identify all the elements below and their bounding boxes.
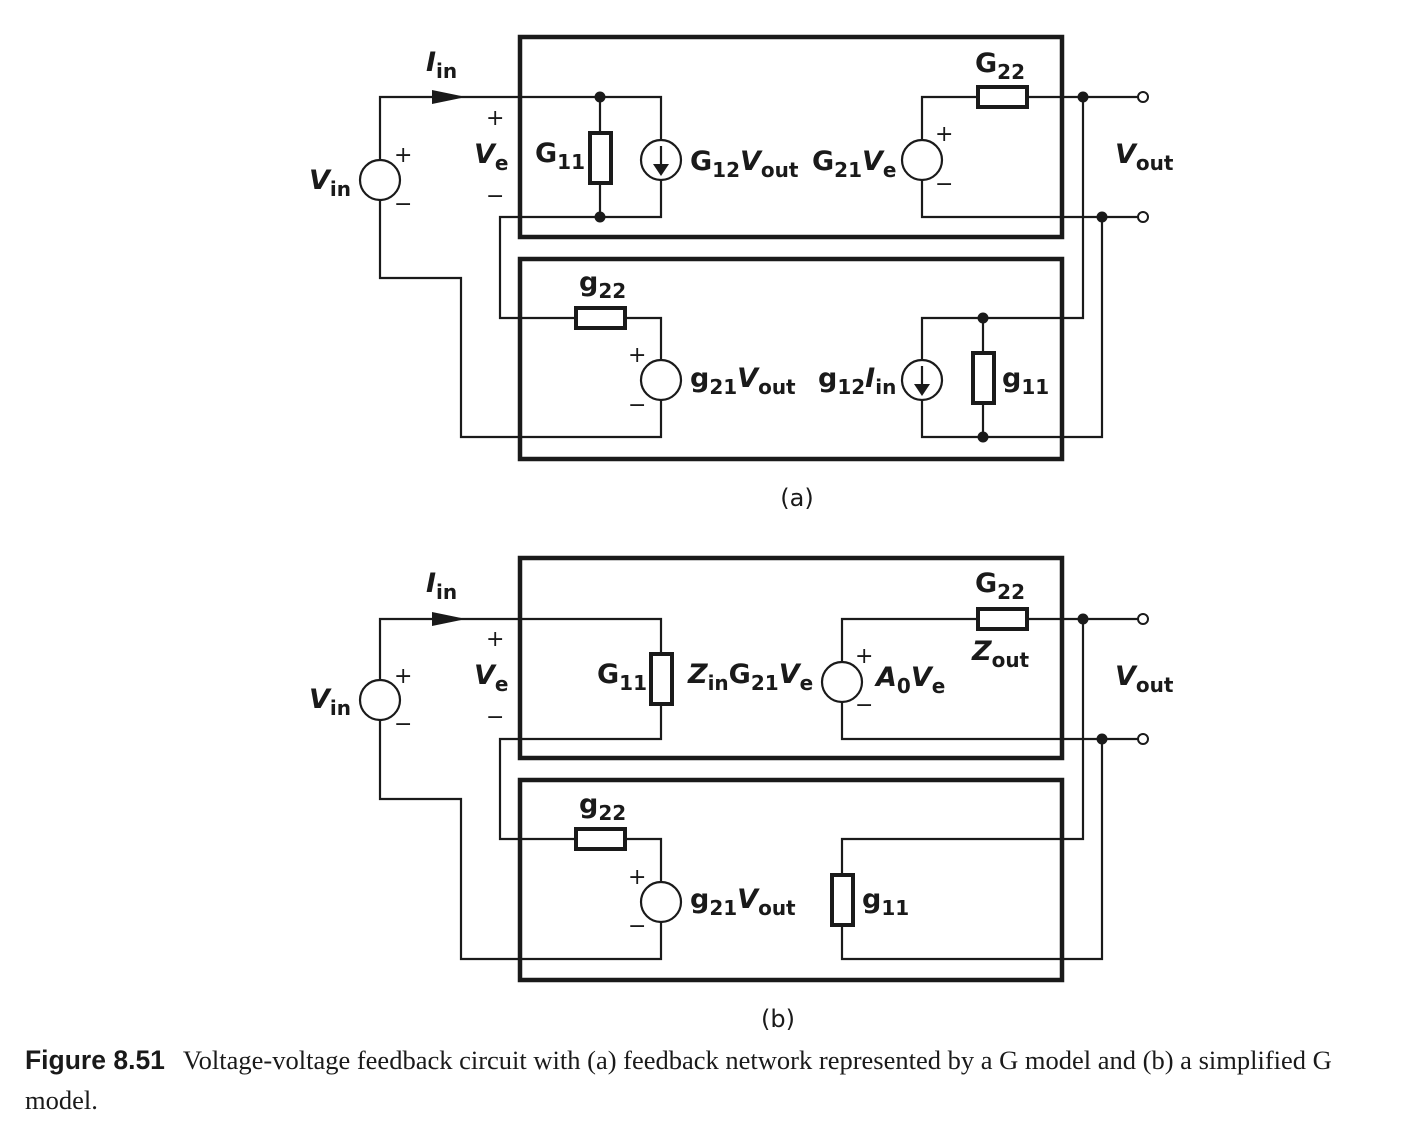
- G22-label-a: G22: [975, 48, 1025, 84]
- g21-plus-sign-b: +: [628, 865, 646, 890]
- junction-dot: [594, 211, 606, 223]
- I-in-label-b: Iin: [426, 568, 457, 604]
- forward-amplifier-box-b: [517, 555, 1065, 761]
- vin-plus-sign-a: +: [394, 143, 412, 168]
- feedback-network-box-a: [517, 256, 1065, 462]
- A0Ve-label-b: A0Ve: [874, 662, 945, 698]
- g22-label-a: g22: [579, 267, 626, 303]
- ve-plus-sign-a: +: [486, 106, 504, 131]
- G11-resistor-b: [649, 652, 674, 706]
- panel-b-label: (b): [761, 1005, 795, 1030]
- vin-return-wire-a: [378, 200, 663, 439]
- g22-to-source-wire-a: [625, 316, 663, 362]
- G22-resistor-a: [976, 85, 1029, 109]
- panel-b: + − + − + − + − Iin Vin Ve G11 ZinG21Ve …: [309, 555, 1174, 1030]
- g21-voltage-source-b: [639, 880, 683, 924]
- vin-source-b: [358, 678, 402, 722]
- junction-dot: [1077, 91, 1089, 103]
- input-wire-top-a: [378, 95, 663, 160]
- A0-minus-sign-b: −: [855, 693, 873, 718]
- V-out-label-a: Vout: [1115, 139, 1174, 175]
- V-in-label-a: Vin: [309, 165, 351, 201]
- G12-arrowhead-a: [653, 164, 669, 176]
- input-current-arrow-b: [432, 612, 466, 626]
- figure-number: Figure 8.51: [25, 1045, 165, 1075]
- g11-resistor-a: [971, 351, 996, 405]
- g21Vout-label-a: g21Vout: [690, 363, 796, 399]
- junction-dot: [1096, 733, 1108, 745]
- junction-dot: [977, 312, 989, 324]
- junction-dot: [1077, 613, 1089, 625]
- G21Ve-label-a: G21Ve: [812, 146, 897, 182]
- junction-dot: [977, 431, 989, 443]
- Zout-label-b: Zout: [971, 636, 1030, 672]
- input-wire-top-b: [378, 617, 663, 680]
- g11-label-a: g11: [1002, 363, 1049, 399]
- feedback-network-box-b: [517, 777, 1065, 983]
- g21Vout-label-b: g21Vout: [690, 884, 796, 920]
- junction-dot: [594, 91, 606, 103]
- g11-resistor-b: [830, 873, 855, 927]
- output-top-wire-a: [920, 95, 1138, 140]
- V-e-label-b: Ve: [474, 660, 508, 696]
- vin-return-wire-b: [378, 720, 663, 961]
- G22-label-b: G22: [975, 568, 1025, 604]
- input-current-arrow-a: [432, 90, 466, 104]
- forward-amplifier-box-a: [517, 34, 1065, 240]
- G21-minus-sign-a: −: [935, 172, 953, 197]
- V-in-label-b: Vin: [309, 684, 351, 720]
- V-e-label-a: Ve: [474, 139, 508, 175]
- vin-minus-sign-b: −: [394, 712, 412, 737]
- feedback-sense-top-wire-b: [840, 619, 1085, 875]
- g12Iin-label-a: g12Iin: [818, 363, 896, 399]
- junction-dot: [1096, 211, 1108, 223]
- panel-a-label: (a): [780, 484, 813, 512]
- caption-text: Voltage-voltage feedback circuit with (a…: [25, 1045, 1332, 1115]
- circuit-diagram: + − + − + − + − Iin Vin Ve G11 G12Vout G…: [309, 34, 1174, 1030]
- feedback-sense-top-wire-a: [920, 97, 1085, 360]
- A0-voltage-source-b: [820, 660, 864, 704]
- output-bottom-wire-a: [920, 180, 1138, 219]
- feedback-sense-bottom-wire-a: [920, 217, 1104, 439]
- g22-resistor-b: [574, 827, 627, 851]
- I-in-label-a: Iin: [426, 47, 457, 83]
- g12-arrowhead-a: [914, 384, 930, 396]
- G21-plus-sign-a: +: [935, 122, 953, 147]
- output-terminal-bottom-a: [1137, 211, 1149, 223]
- ZinG21Ve-label-b: ZinG21Ve: [687, 659, 813, 695]
- G22-Zout-resistor-b: [976, 607, 1029, 631]
- vin-source-a: [358, 158, 402, 202]
- g21-minus-sign-b: −: [628, 914, 646, 939]
- g22-resistor-a: [574, 306, 627, 330]
- G12-source-bottom-wire-a: [600, 180, 663, 219]
- A0-plus-sign-b: +: [855, 644, 873, 669]
- vin-plus-sign-b: +: [394, 664, 412, 689]
- G11-label-b: G11: [597, 659, 647, 695]
- output-terminal-top-a: [1137, 91, 1149, 103]
- ve-plus-sign-b: +: [486, 627, 504, 652]
- panel-a: + − + − + − + − Iin Vin Ve G11 G12Vout G…: [309, 34, 1174, 512]
- ve-minus-sign-b: −: [486, 705, 504, 730]
- G11-label-a: G11: [535, 138, 585, 174]
- G21-voltage-source-a: [900, 138, 944, 182]
- feedback-sense-bottom-wire-b: [840, 739, 1104, 961]
- g22-to-source-wire-b: [625, 837, 663, 882]
- ve-to-feedback-wire-a: [498, 215, 600, 320]
- g21-voltage-source-a: [639, 358, 683, 402]
- ve-minus-sign-a: −: [486, 184, 504, 209]
- g11-label-b: g11: [862, 884, 909, 920]
- g22-label-b: g22: [579, 789, 626, 825]
- G11-bottom-wire-b: [498, 704, 663, 841]
- g21-minus-sign-a: −: [628, 393, 646, 418]
- G12Vout-label-a: G12Vout: [690, 146, 799, 182]
- output-terminal-bottom-b: [1137, 733, 1149, 745]
- G11-resistor-a: [588, 131, 613, 185]
- V-out-label-b: Vout: [1115, 661, 1174, 697]
- output-bottom-wire-b: [840, 702, 1138, 741]
- output-terminal-top-b: [1137, 613, 1149, 625]
- g21-plus-sign-a: +: [628, 343, 646, 368]
- vin-minus-sign-a: −: [394, 192, 412, 217]
